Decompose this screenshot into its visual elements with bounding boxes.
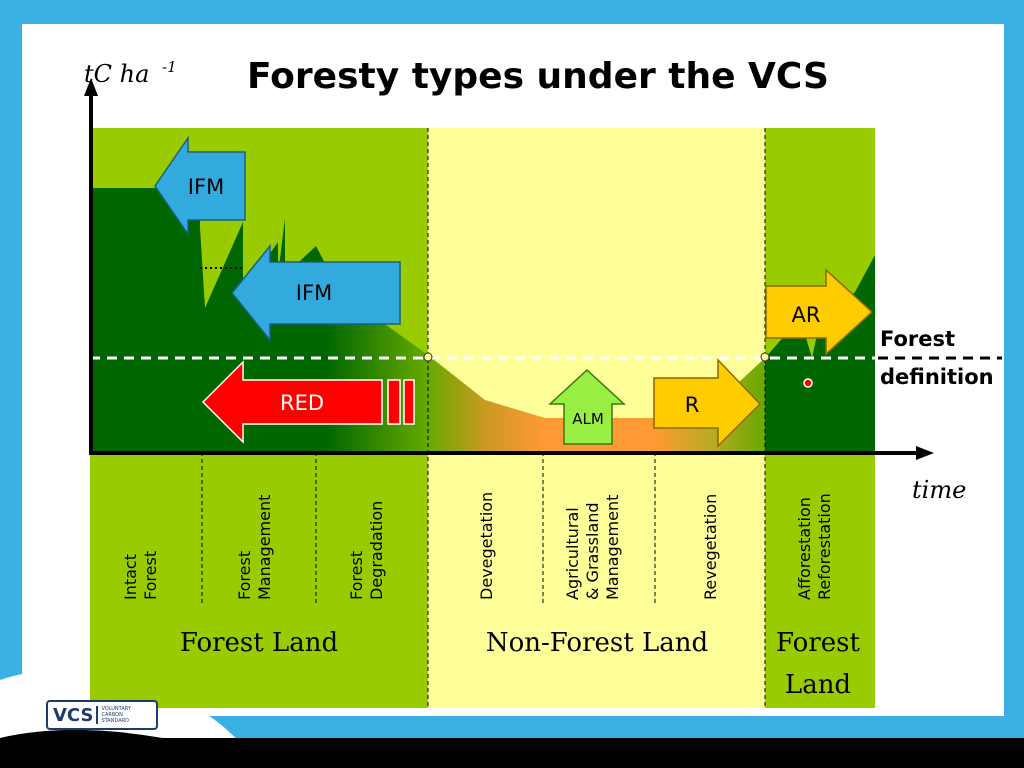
r-arrow [653,358,762,448]
page-title: Foresty types under the VCS [247,56,829,97]
phase-agricultural-line-1: Agricultural [563,507,582,600]
vcs-logo-subtitle-3: STANDARD [101,718,129,724]
region-non-forest-land: Non-Forest Land [486,628,708,658]
phase-intact-line-1: Intact [121,554,140,600]
phase-degradation-line-2: Degradation [367,501,386,600]
forest-definition-label-1: Forest [880,327,955,351]
phase-afforestation-line-1: Afforestation [795,497,814,600]
red-arrow [201,360,383,444]
vcs-logo-subtitle: VOLUNTARY CARBON STANDARD [96,706,131,724]
region-forest-land-right-2: Land [785,670,851,700]
alm-arrow [548,368,626,445]
phase-afforestation-line-2: Reforestation [815,493,834,600]
ifm-top-arrow [154,135,246,237]
vcs-logo-subtitle-1: VOLUNTARY [101,706,131,712]
forest-threshold-point [760,352,770,362]
x-axis-arrowhead [916,446,934,460]
y-axis-arrowhead [84,78,98,96]
vcs-logo-text: VCS [53,704,94,726]
region-forest-land-left: Forest Land [180,628,338,658]
ifm-top-arrow-label: IFM [188,175,224,199]
red-arrow-bar-2 [403,379,415,425]
phase-revegetation-line-1: Revegetation [701,494,720,600]
phase-degradation-line-1: Forest [347,551,366,600]
red-marker-point [803,378,813,388]
r-arrow-label: R [685,393,700,417]
vcs-logo: VCS VOLUNTARY CARBON STANDARD [46,700,158,730]
forest-definition-label-2: definition [880,365,994,389]
x-axis-label: time [912,476,966,504]
phase-intact-line-2: Forest [141,551,160,600]
intact-forest-stock [90,188,200,452]
region-forest-land-right-1: Forest [776,628,860,658]
red-arrow-label: RED [280,391,324,415]
deforestation-point [423,352,433,362]
alm-arrow-label: ALM [572,410,604,428]
y-axis-label: tC ha [84,60,149,88]
phase-agricultural-line-3: Management [603,495,622,600]
vcs-logo-subtitle-2: CARBON [101,712,123,718]
phase-devegetation-line-1: Devegetation [477,492,496,600]
phase-agricultural-line-2: & Grassland [583,502,602,600]
devegetation-stock [428,355,545,452]
phase-management-line-1: Forest [235,551,254,600]
bottom-band [0,738,1024,768]
ar-arrow-label: AR [792,303,821,327]
phase-management-line-2: Management [255,495,274,600]
red-arrow-bar-1 [387,379,401,425]
ifm-middle-arrow-label: IFM [296,281,332,305]
y-axis-label-superscript: -1 [162,58,177,76]
ar-arrow [765,268,874,356]
ifm-middle-arrow [231,243,401,343]
